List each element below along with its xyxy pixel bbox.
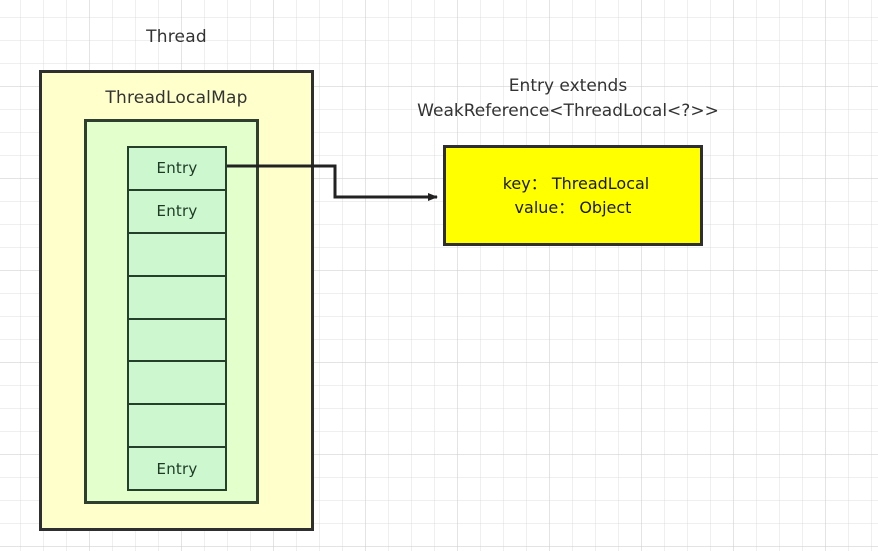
entry-cell[interactable] <box>129 233 225 277</box>
entry-cell[interactable]: Entry <box>129 190 225 234</box>
entry-cell[interactable] <box>129 362 225 406</box>
threadlocalmap-label: ThreadLocalMap <box>105 88 248 108</box>
entry-cell[interactable]: Entry <box>129 448 225 489</box>
thread-label: Thread <box>146 27 207 47</box>
entry-detail-caption-line2: WeakReference<ThreadLocal<?>> <box>417 101 719 121</box>
entry-cell[interactable] <box>129 276 225 320</box>
entry-detail-caption: Entry extends WeakReference<ThreadLocal<… <box>403 74 733 124</box>
entry-detail-caption-line1: Entry extends <box>508 76 628 96</box>
entry-cell[interactable] <box>129 319 225 363</box>
entry-value-line: value： Object <box>514 197 632 217</box>
entry-key-line: key： ThreadLocal <box>502 173 650 193</box>
entry-table: Entry Entry Entry <box>127 146 227 491</box>
entry-cell[interactable]: Entry <box>129 148 225 191</box>
entry-detail-box[interactable]: key： ThreadLocal value： Object <box>443 145 703 246</box>
entry-cell[interactable] <box>129 405 225 449</box>
